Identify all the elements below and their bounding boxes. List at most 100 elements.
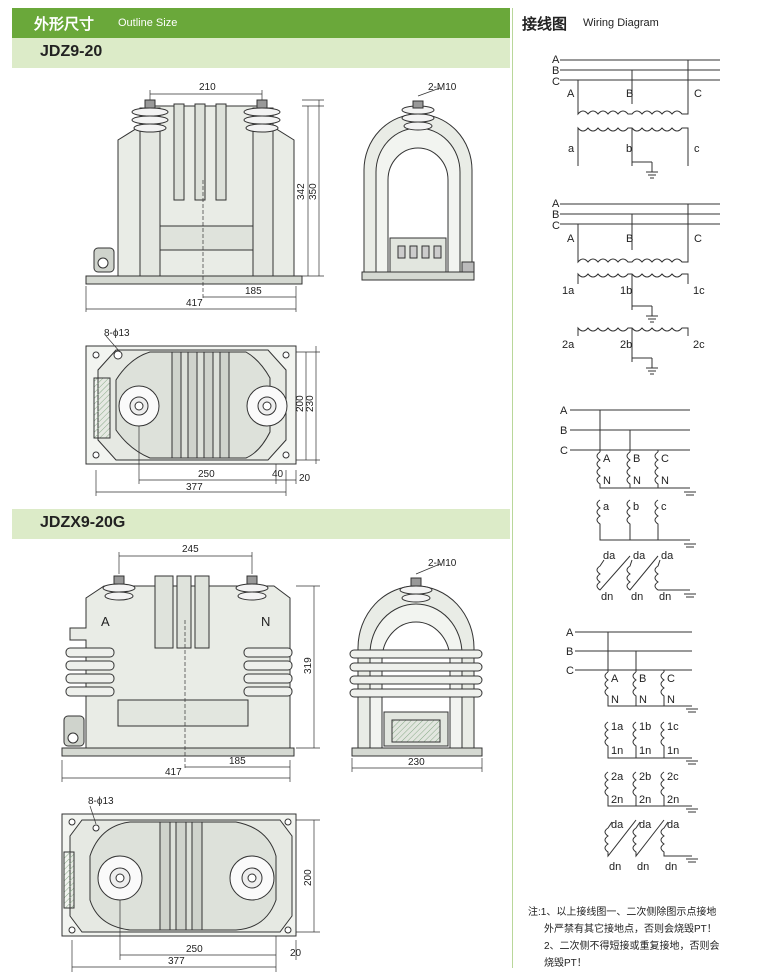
jdz9-plan-dim-200: 200	[295, 395, 306, 412]
note-line-1: 注:1、以上接线图一、二次侧除图示点接地	[528, 904, 768, 921]
jdz9-dim-350: 350	[308, 183, 319, 200]
jdz9-plan-view	[85, 345, 297, 465]
jdz9-plan-dim-250: 250	[198, 469, 215, 480]
jdzx9-front-view	[61, 575, 295, 757]
wd4-s1-b: 1b	[639, 721, 651, 733]
wd3-phase-c: C	[560, 445, 568, 457]
wd1-sec-b: b	[626, 143, 632, 155]
jdzx9-plan-dim-250: 250	[186, 944, 203, 955]
jdz9-plan-dim-377: 377	[186, 482, 203, 493]
wd2-s2-b: 2b	[620, 339, 632, 351]
model-title-jdz9: JDZ9-20	[40, 43, 103, 60]
wd4-s1-n3: 1n	[667, 745, 679, 757]
wd3-phase-a: A	[560, 405, 568, 417]
jdz9-side-view	[361, 100, 475, 281]
wd3-sec-c: c	[661, 501, 667, 513]
wd3-phase-b: B	[560, 425, 567, 437]
jdz9-plan-dim-230: 230	[305, 395, 316, 412]
jdzx9-side-dims	[351, 563, 483, 772]
wiring-diagram-2	[560, 203, 720, 375]
wd2-phase-c: C	[552, 220, 560, 232]
jdz9-front-dims	[85, 90, 324, 312]
wd1-prim-a: A	[567, 88, 575, 100]
wd1-prim-c: C	[694, 88, 702, 100]
jdzx9-side-dim-230: 230	[408, 757, 425, 768]
outline-size-title-cn: 外形尺寸	[34, 16, 95, 33]
jdzx9-plan-dim-20: 20	[290, 948, 302, 959]
wd4-res-da2: da	[639, 819, 652, 831]
wd4-res-da1: da	[611, 819, 624, 831]
wd4-res-dn2: dn	[637, 861, 649, 873]
jdzx9-plan-holes: 8-ϕ13	[88, 796, 114, 807]
wd4-s1-a: 1a	[611, 721, 624, 733]
jdzx9-dim-245: 245	[182, 544, 199, 555]
wd3-res-dn2: dn	[631, 591, 643, 603]
wd3-prim-n2: N	[633, 475, 641, 487]
jdz9-plan-holes: 8-ϕ13	[104, 328, 130, 339]
jdzx9-plan-view	[61, 813, 297, 937]
wd2-phase-a: A	[552, 198, 560, 210]
wd1-prim-b: B	[626, 88, 633, 100]
wd4-prim-n1: N	[611, 694, 619, 706]
model-bar-jdz9: JDZ9-20	[12, 38, 510, 68]
note-line-1b: 外严禁有其它接地点，否则会烧毁PT！	[544, 924, 717, 935]
wd2-s2-a: 2a	[562, 339, 575, 351]
wd4-prim-n3: N	[667, 694, 675, 706]
wiring-diagram-4	[575, 631, 698, 863]
wd2-phase-b: B	[552, 209, 559, 221]
jdzx9-dim-417: 417	[165, 767, 182, 778]
wd4-res-da3: da	[667, 819, 680, 831]
wd3-sec-b: b	[633, 501, 639, 513]
jdzx9-front-dims	[61, 552, 320, 782]
wd4-s2-n3: 2n	[667, 794, 679, 806]
wd3-prim-b: B	[633, 453, 640, 465]
jdz9-plan-dims	[95, 335, 320, 496]
jdz9-dim-185: 185	[245, 286, 262, 297]
wd4-res-dn3: dn	[665, 861, 677, 873]
jdzx9-plan-dim-377: 377	[168, 956, 185, 967]
wd4-s2-c: 2c	[667, 771, 679, 783]
note-line-2b: 烧毁PT！	[544, 958, 587, 969]
wd3-prim-n1: N	[603, 475, 611, 487]
wd4-s1-n2: 1n	[639, 745, 651, 757]
wiring-diagram-1	[560, 59, 720, 179]
wd4-s1-n1: 1n	[611, 745, 623, 757]
wd4-prim-c: C	[667, 673, 675, 685]
wd1-sec-a: a	[568, 143, 575, 155]
note-line-2: 2、二次侧不得短接或重复接地，否则会	[544, 941, 720, 952]
wd4-s2-n1: 2n	[611, 794, 623, 806]
wd4-res-dn1: dn	[609, 861, 621, 873]
jdz9-plan-dim-40: 40	[272, 469, 284, 480]
wd4-s2-a: 2a	[611, 771, 624, 783]
wd1-phase-a: A	[552, 54, 560, 66]
wd2-s1-b: 1b	[620, 285, 632, 297]
wd4-phase-b: B	[566, 646, 573, 658]
wiring-diagram-title-cn: 接线图	[522, 16, 568, 33]
wd2-s1-a: 1a	[562, 285, 575, 297]
wd4-phase-a: A	[566, 627, 574, 639]
wiring-diagram-header: 接线图 Wiring Diagram	[512, 8, 768, 38]
jdzx9-dim-319: 319	[303, 657, 314, 674]
note-prefix: 注:	[528, 907, 541, 918]
jdz9-plan-dim-20: 20	[299, 473, 311, 484]
wd4-s2-n2: 2n	[639, 794, 651, 806]
wd1-phase-c: C	[552, 76, 560, 88]
wd3-res-dn1: dn	[601, 591, 613, 603]
column-divider	[512, 8, 513, 968]
jdz9-side-bolt: 2-M10	[428, 82, 457, 93]
outline-size-title-en: Outline Size	[118, 17, 178, 29]
jdz9-dim-417: 417	[186, 298, 203, 309]
jdz9-dim-342: 342	[296, 183, 307, 200]
wiring-diagram-3	[570, 409, 696, 598]
jdzx9-plan-dims	[71, 805, 320, 972]
wd1-sec-c: c	[694, 143, 700, 155]
wd3-res-da1: da	[603, 550, 616, 562]
jdzx9-mark-a: A	[101, 614, 110, 629]
outline-size-header: 外形尺寸 Outline Size	[12, 8, 510, 38]
jdzx9-plan-dim-200: 200	[303, 869, 314, 886]
wd3-res-dn3: dn	[659, 591, 671, 603]
wd3-prim-c: C	[661, 453, 669, 465]
wd4-s2-b: 2b	[639, 771, 651, 783]
wd2-prim-a: A	[567, 233, 575, 245]
